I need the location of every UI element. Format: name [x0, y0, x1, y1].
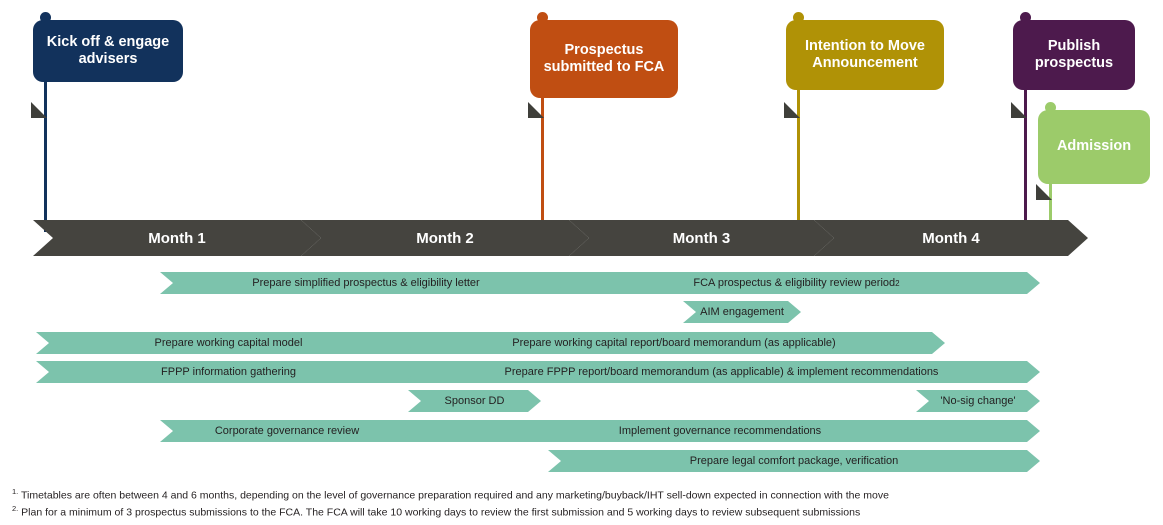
workstream-bar-fppp-information-gathering[interactable]: FPPP information gathering: [36, 361, 421, 383]
workstream-label: FPPP information gathering: [161, 366, 296, 378]
workstream-bar-prepare-legal-comfort-package[interactable]: Prepare legal comfort package, verificat…: [548, 450, 1040, 472]
workstream-bar-prepare-working-capital-model[interactable]: Prepare working capital model: [36, 332, 421, 354]
workstream-bar-aim-engagement[interactable]: AIM engagement: [683, 301, 801, 323]
month-segment-2[interactable]: Month 2: [301, 220, 589, 256]
workstream-label: Prepare legal comfort package, verificat…: [689, 455, 899, 467]
milestone-label: Admission: [1056, 138, 1132, 155]
workstream-bar-no-sig-change[interactable]: 'No-sig change': [916, 390, 1040, 412]
milestone-label-plate[interactable]: Intention to Move Announcement: [786, 20, 944, 90]
footnotes: 1. Timetables are often between 4 and 6 …: [12, 487, 1152, 520]
month-segment-4[interactable]: Month 4: [814, 220, 1088, 256]
milestone-label-plate[interactable]: Prospectus submitted to FCA: [530, 20, 678, 98]
footnote-line-2: 2. Plan for a minimum of 3 prospectus su…: [12, 504, 1152, 521]
workstream-bar-corporate-governance-review[interactable]: Corporate governance review: [160, 420, 414, 442]
workstream-label: Corporate governance review: [214, 425, 360, 437]
milestone-label: Intention to Move Announcement: [804, 37, 925, 71]
month-segment-1[interactable]: Month 1: [33, 220, 321, 256]
milestone-label: Prospectus submitted to FCA: [543, 41, 665, 75]
milestone-pole: [541, 17, 544, 232]
workstream-bar-sponsor-dd[interactable]: Sponsor DD: [408, 390, 541, 412]
workstream-bar-fca-review-period[interactable]: FCA prospectus & eligibility review peri…: [553, 272, 1040, 294]
workstream-label: Implement governance recommendations: [618, 425, 822, 437]
workstream-label: Sponsor DD: [444, 395, 505, 407]
month-label: Month 1: [148, 229, 206, 247]
milestone-label-plate[interactable]: Kick off & engage advisers: [33, 20, 183, 82]
month-segment-3[interactable]: Month 3: [569, 220, 834, 256]
workstream-bar-implement-governance-recs[interactable]: Implement governance recommendations: [400, 420, 1040, 442]
footnote-text: Timetables are often between 4 and 6 mon…: [18, 489, 889, 502]
footnote-marker: 2: [895, 278, 900, 288]
workstream-label: Prepare FPPP report/board memorandum (as…: [504, 366, 939, 378]
workstream-label: AIM engagement: [700, 306, 784, 318]
workstream-bar-prepare-simplified-prospectus[interactable]: Prepare simplified prospectus & eligibil…: [160, 272, 572, 294]
workstream-label: Prepare simplified prospectus & eligibil…: [252, 277, 480, 289]
workstream-label: Prepare working capital model: [154, 337, 303, 349]
workstream-bar-prepare-working-capital-report[interactable]: Prepare working capital report/board mem…: [403, 332, 945, 354]
month-label: Month 2: [416, 229, 474, 247]
workstream-label: 'No-sig change': [940, 395, 1016, 407]
milestone-label-plate[interactable]: Admission: [1038, 110, 1150, 184]
milestone-pole: [44, 17, 47, 232]
footnote-text: Plan for a minimum of 3 prospectus submi…: [18, 506, 861, 519]
footnote-number: 2.: [12, 503, 19, 513]
footnote-number: 1.: [12, 487, 19, 496]
workstream-label: FCA prospectus & eligibility review peri…: [693, 277, 896, 289]
milestone-pole: [1024, 17, 1027, 232]
workstream-label: Prepare working capital report/board mem…: [512, 337, 836, 349]
milestone-label: Publish prospectus: [1034, 37, 1114, 71]
month-label: Month 4: [922, 229, 980, 247]
milestone-label-plate[interactable]: Publish prospectus: [1013, 20, 1135, 90]
month-label: Month 3: [672, 229, 731, 247]
month-timeline-band: Month 1 Month 2 Month 3 Month 4: [33, 220, 1088, 256]
workstream-bar-prepare-fppp-report[interactable]: Prepare FPPP report/board memorandum (as…: [403, 361, 1040, 383]
milestone-pole: [797, 17, 800, 232]
footnote-line-1: 1. Timetables are often between 4 and 6 …: [12, 487, 1152, 504]
milestone-label: Kick off & engage advisers: [46, 33, 170, 67]
